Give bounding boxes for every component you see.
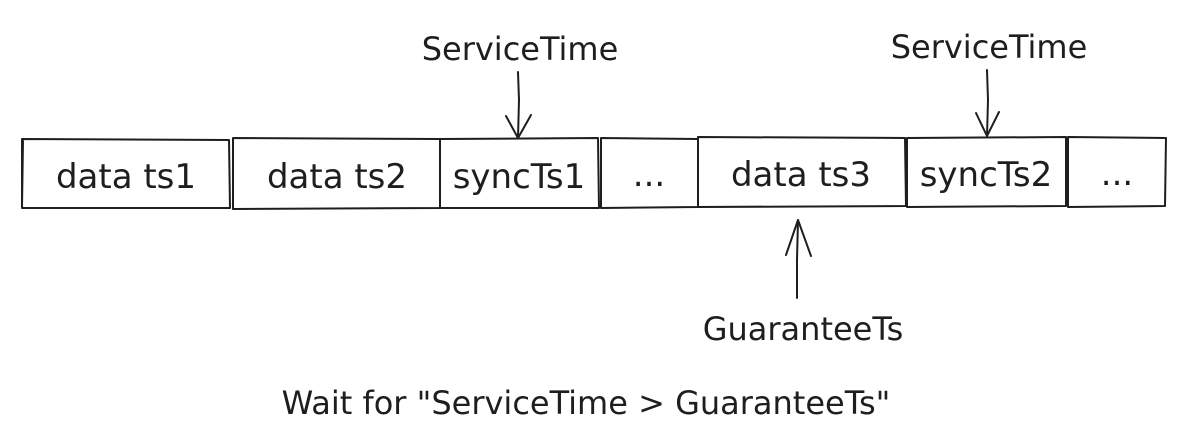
cell-label: ... bbox=[633, 155, 665, 195]
log-cells-row: data ts1 data ts2 syncTs1 ... data ts3 s… bbox=[21, 136, 1167, 210]
service-time-label-1: ServiceTime bbox=[422, 30, 619, 68]
diagram-caption: Wait for "ServiceTime > GuaranteeTs" bbox=[282, 384, 891, 422]
log-cell: data ts2 bbox=[232, 137, 441, 210]
log-cell: ... bbox=[1067, 136, 1167, 208]
log-cell: syncTs2 bbox=[906, 136, 1067, 208]
cell-label: syncTs1 bbox=[453, 157, 586, 197]
log-cell: ... bbox=[600, 137, 699, 209]
log-cell: data ts1 bbox=[21, 138, 231, 209]
cell-label: data ts2 bbox=[267, 157, 407, 197]
cell-label: ... bbox=[1101, 154, 1133, 194]
service-time-label-2: ServiceTime bbox=[891, 28, 1088, 66]
cell-label: syncTs2 bbox=[920, 155, 1053, 195]
service-time-arrow-1 bbox=[505, 71, 532, 139]
log-cell: data ts3 bbox=[697, 136, 907, 208]
cell-label: data ts3 bbox=[731, 155, 871, 195]
log-cell: syncTs1 bbox=[439, 137, 600, 209]
cell-label: data ts1 bbox=[56, 157, 196, 197]
guarantee-ts-label: GuaranteeTs bbox=[703, 310, 904, 348]
guarantee-ts-arrow bbox=[785, 219, 812, 299]
service-time-arrow-2 bbox=[975, 69, 1000, 137]
